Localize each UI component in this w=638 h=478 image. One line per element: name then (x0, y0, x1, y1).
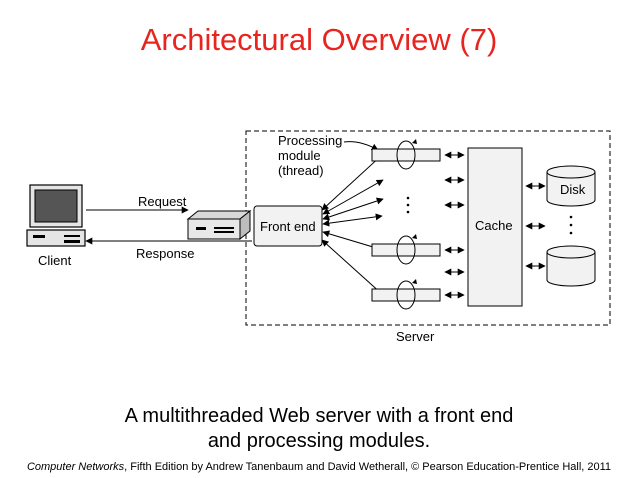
request-label: Request (138, 194, 187, 209)
server-label: Server (396, 329, 435, 344)
thread-cache-arrows (444, 151, 465, 299)
caption-line-1: A multithreaded Web server with a front … (124, 405, 514, 427)
processing-module-label-1: Processing (278, 133, 342, 148)
thread-module-1 (371, 139, 441, 170)
credit-details: , Fifth Edition by Andrew Tanenbaum and … (124, 461, 612, 473)
processing-module-label-2: module (278, 148, 321, 163)
slide-title: Architectural Overview (7) (140, 22, 498, 57)
cache-disk-arrows (525, 182, 546, 270)
processing-module-pointer (343, 141, 379, 151)
thread-module-3 (371, 279, 441, 310)
front-end-fanout-arrows (321, 154, 384, 296)
network-device-icon (186, 209, 252, 241)
figure-caption: A multithreaded Web server with a front … (0, 404, 638, 454)
source-credit: Computer Networks, Fifth Edition by Andr… (0, 461, 638, 473)
disk-ellipsis (569, 215, 573, 235)
web-server-diagram: Client Request Response Front end Proces… (26, 130, 611, 344)
client-computer-icon (26, 184, 86, 247)
caption-line-2: and processing modules. (207, 430, 431, 452)
front-end-box (253, 205, 323, 247)
front-end-label: Front end (260, 219, 316, 234)
response-label: Response (136, 246, 195, 261)
thread-ellipsis (406, 196, 410, 214)
cache-box (467, 147, 523, 307)
processing-module-label-3: (thread) (278, 163, 324, 178)
client-label: Client (38, 253, 72, 268)
cache-label: Cache (475, 218, 513, 233)
disk-icon-1 (546, 165, 596, 207)
disk-label: Disk (560, 182, 586, 197)
credit-book-title: Computer Networks (26, 461, 125, 473)
disk-icon-2 (546, 245, 596, 287)
thread-module-2 (371, 234, 441, 265)
